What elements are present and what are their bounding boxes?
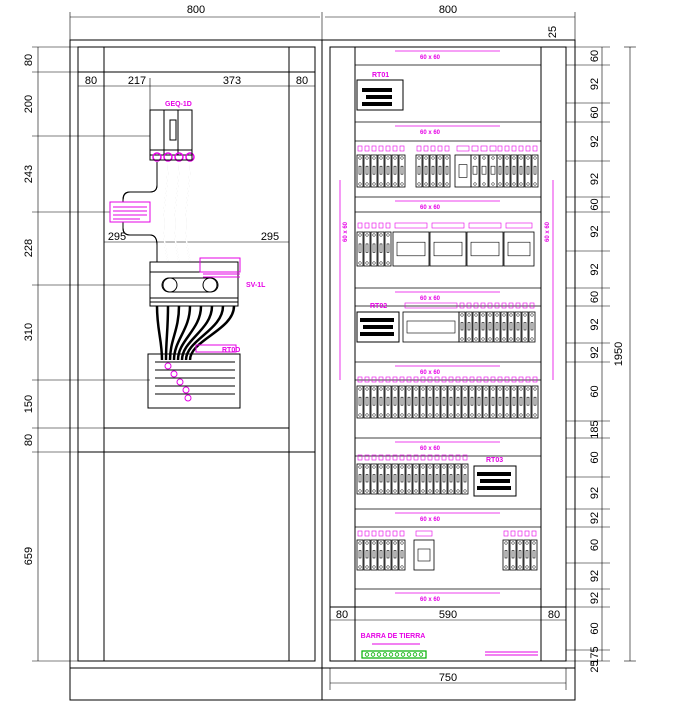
terminal-block-left: RT0D xyxy=(147,344,241,409)
vertical-duct-size-label: 60 x 60 xyxy=(343,221,349,242)
row6-breakers-b xyxy=(502,530,538,571)
switch-label: SV-1L xyxy=(246,282,266,289)
load-switch: SV-1L xyxy=(149,257,266,307)
row4-breakers xyxy=(356,376,539,419)
row6-breakers-a xyxy=(356,530,406,571)
rt01-plate: RT01 xyxy=(356,72,404,111)
right-dimensions: 1950 xyxy=(601,46,636,662)
dim-left-4: 228 xyxy=(23,239,35,257)
ground-bar-title: BARRA DE TIERRA xyxy=(361,633,426,640)
dim-right-19: 92 xyxy=(589,592,601,604)
main-breaker-label: GEQ-1D xyxy=(165,101,192,108)
vertical-duct-annotation: 60 x 60 60 x 60 xyxy=(339,180,554,380)
rt02-plate: RT02 xyxy=(356,303,400,343)
dim-left-8: 659 xyxy=(23,547,35,565)
bottom-dimensions: 80 590 80 750 xyxy=(329,609,567,690)
dim-right-17: 60 xyxy=(589,539,601,551)
switch-cables xyxy=(155,305,236,361)
row1-breakers-b xyxy=(415,145,451,188)
main-breaker: GEQ-1D xyxy=(149,101,195,162)
dim-right-5: 92 xyxy=(589,173,601,185)
dim-bottom-width: 750 xyxy=(439,672,457,684)
row3-unit xyxy=(402,302,460,343)
right-dimension-ticks: 60 92 60 92 92 60 92 92 60 92 92 60 185 60 92 92 60 92 92 6… xyxy=(566,46,610,673)
dim-top-left-width: 800 xyxy=(187,4,205,16)
duct-size-label-7: 60 x 60 xyxy=(420,517,441,523)
dim-left-7: 80 xyxy=(23,434,35,446)
row2-unit-2 xyxy=(429,222,467,267)
dim-right-14: 60 xyxy=(589,451,601,463)
duct-size-label-4: 60 x 60 xyxy=(420,296,441,302)
dim-295-a: 295 xyxy=(108,231,126,243)
dim-right-12: 60 xyxy=(589,385,601,397)
dim-bottom-right-margin: 80 xyxy=(548,609,560,621)
rt03-label: RT03 xyxy=(486,457,503,464)
row1-breakers-c xyxy=(496,145,539,188)
breaker-rows xyxy=(356,145,539,571)
row2-unit-3 xyxy=(466,222,504,267)
dim-right-15: 92 xyxy=(589,487,601,499)
dim-right-16: 92 xyxy=(589,512,601,524)
dim-right-13: 185 xyxy=(589,420,601,438)
dim-left-margin-right: 80 xyxy=(296,75,308,87)
terminal-block-left-label: RT0D xyxy=(222,347,240,354)
row1-relay xyxy=(470,145,498,188)
duct-size-label-3: 60 x 60 xyxy=(420,205,441,211)
row2-unit-1 xyxy=(392,222,430,267)
dim-top-right-width: 800 xyxy=(439,4,457,16)
dim-295-b: 295 xyxy=(261,231,279,243)
row1-contactor xyxy=(454,145,472,188)
dim-left-inner-width: 373 xyxy=(223,75,241,87)
dim-right-2: 92 xyxy=(589,78,601,90)
dim-right-10: 92 xyxy=(589,318,601,330)
dim-left-breaker-offset: 217 xyxy=(128,75,146,87)
duct-size-label-2: 60 x 60 xyxy=(420,130,441,136)
row6-contactor xyxy=(413,530,435,571)
dim-right-4: 92 xyxy=(589,135,601,147)
dim-right-20: 60 xyxy=(589,622,601,634)
row1-breakers-a xyxy=(356,145,406,188)
dim-right-7: 92 xyxy=(589,225,601,237)
dim-bottom-left-margin: 80 xyxy=(336,609,348,621)
dim-right-6: 60 xyxy=(589,198,601,210)
dim-left-margin-left: 80 xyxy=(85,75,97,87)
dim-right-21: 175 xyxy=(589,646,601,664)
dim-right-11: 92 xyxy=(589,346,601,358)
rt02-label: RT02 xyxy=(370,303,387,310)
rt01-label: RT01 xyxy=(372,72,389,79)
duct-size-label-6: 60 x 60 xyxy=(420,446,441,452)
dim-top-right-margin: 25 xyxy=(547,26,559,38)
duct-size-label-1: 60 x 60 xyxy=(420,55,441,61)
dim-left-2: 200 xyxy=(23,95,35,113)
dim-left-1: 80 xyxy=(23,54,35,66)
dim-right-22: 25 xyxy=(589,660,601,672)
rt03-plate: RT03 xyxy=(473,457,517,497)
left-dimensions: 80 200 243 228 310 150 80 659 80 217 373… xyxy=(23,46,315,662)
duct-size-label-8: 60 x 60 xyxy=(420,597,441,603)
dim-bottom-inner-width: 590 xyxy=(439,609,457,621)
warning-label-box xyxy=(109,201,151,223)
dim-right-3: 60 xyxy=(589,106,601,118)
dim-right-18: 92 xyxy=(589,570,601,582)
row5-breakers xyxy=(356,454,469,495)
dim-left-5: 310 xyxy=(23,323,35,341)
dim-left-6: 150 xyxy=(23,395,35,413)
row2-breakers-a xyxy=(356,222,392,267)
dim-right-9: 60 xyxy=(589,291,601,303)
ground-bar: BARRA DE TIERRA xyxy=(361,633,538,659)
duct-size-label-5: 60 x 60 xyxy=(420,370,441,376)
dim-right-8: 92 xyxy=(589,263,601,275)
cabinet-outline xyxy=(69,39,576,701)
top-dimensions: 800 800 25 xyxy=(69,4,576,42)
vertical-duct-size-label-right: 60 x 60 xyxy=(545,221,551,242)
dim-left-3: 243 xyxy=(23,165,35,183)
horizontal-duct-labels: 60 x 60 60 x 60 60 x 60 60 x 60 60 x 60 60 x … xyxy=(355,46,541,608)
dim-right-total-height: 1950 xyxy=(613,342,625,366)
dim-right-1: 60 xyxy=(589,50,601,62)
row3-breakers xyxy=(458,302,536,343)
row2-unit-4 xyxy=(503,222,535,267)
